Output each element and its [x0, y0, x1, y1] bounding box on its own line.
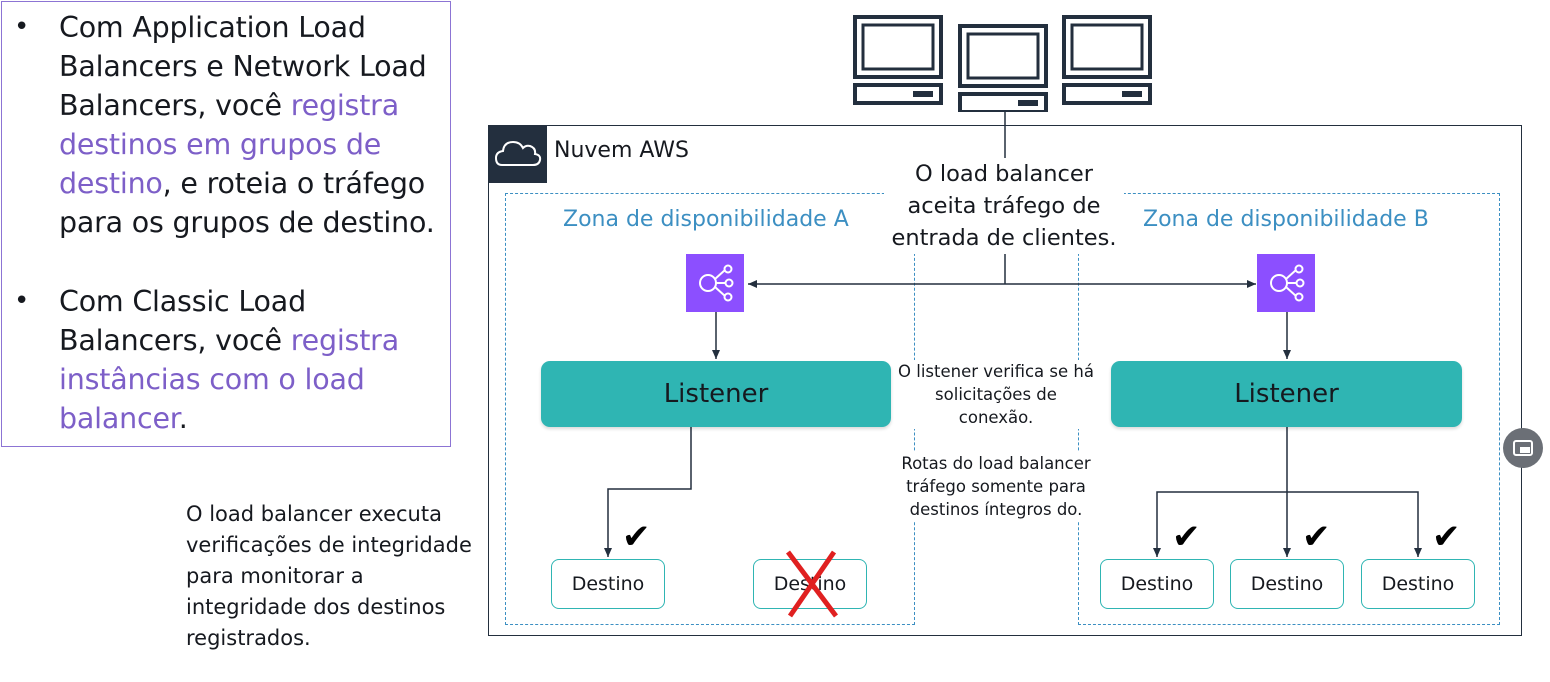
overlay-side-button[interactable] — [1503, 428, 1543, 468]
desktop-computer-icon — [958, 24, 1048, 112]
bullet-text-suffix: , e roteia o tráfego para os grupos de d… — [59, 167, 435, 239]
cloud-icon — [494, 140, 542, 166]
bullet-text-prefix: Com Classic Load Balancers, você — [59, 285, 306, 357]
cloud-icon-tab — [488, 125, 547, 183]
bullet-item-clb: • Com Classic Load Balancers, você regis… — [14, 282, 404, 438]
target-healthy: Destino — [1230, 559, 1344, 609]
listener-zone-a: Listener — [541, 361, 891, 427]
zone-a-label: Zona de disponibilidade A — [563, 207, 849, 232]
zone-b-label: Zona de disponibilidade B — [1143, 207, 1429, 232]
elastic-load-balancer-icon — [686, 254, 744, 312]
health-check-note: O load balancer executa verificações de … — [186, 502, 472, 650]
bullet-text-highlight: registra destinos em grupos de destino — [59, 89, 399, 200]
red-x-icon — [786, 550, 838, 618]
bullet-item-alb-nlb: • Com Application Load Balancers e Netwo… — [14, 8, 444, 242]
checkmark-icon: ✔ — [1302, 517, 1331, 557]
screen-capture-icon — [1513, 440, 1533, 456]
clients-group — [853, 15, 1152, 112]
target-unhealthy: Destino — [753, 559, 867, 609]
bullet-text-suffix: . — [178, 402, 188, 435]
desktop-computer-icon — [853, 15, 943, 105]
target-healthy: Destino — [1361, 559, 1475, 609]
bullet-text-highlight: registra instâncias com o load balancer — [59, 324, 399, 435]
elastic-load-balancer-icon — [1257, 254, 1315, 312]
bullet-text-prefix: Com Application Load Balancers e Network… — [59, 11, 427, 122]
desktop-computer-icon — [1062, 15, 1152, 105]
checkmark-icon: ✔ — [1432, 517, 1461, 557]
target-healthy: Destino — [551, 559, 665, 609]
listener-zone-b: Listener — [1111, 361, 1462, 427]
arrow-listener-a-target — [604, 426, 692, 557]
bullet-dot: • — [14, 12, 30, 42]
lb-accepts-traffic-note: O load balancer aceita tráfego de entrad… — [884, 158, 1124, 254]
listener-check-note: O listener verifica se há solicitações d… — [898, 360, 1094, 429]
checkmark-icon: ✔ — [1172, 517, 1201, 557]
arrow-listener-b-target-3 — [1287, 491, 1422, 557]
routing-note: Rotas do load balancer tráfego somente p… — [898, 452, 1094, 521]
bullet-list-panel: • Com Application Load Balancers e Netwo… — [1, 1, 451, 447]
checkmark-icon: ✔ — [622, 517, 651, 557]
cloud-label: Nuvem AWS — [554, 138, 689, 163]
target-healthy: Destino — [1100, 559, 1214, 609]
arrow-listener-b-target-1 — [1153, 491, 1287, 557]
bullet-dot: • — [14, 286, 30, 316]
